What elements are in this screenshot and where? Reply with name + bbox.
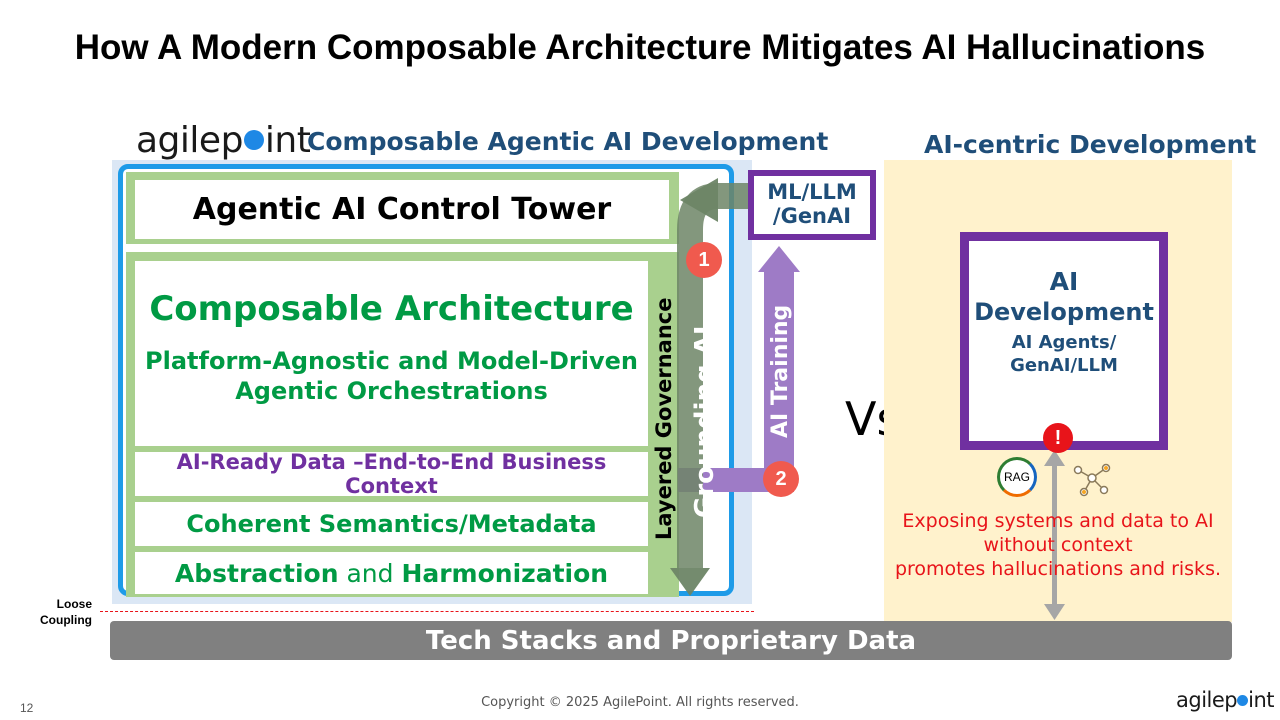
exposure-arrow [1044,450,1065,620]
composable-subtitle-line2: Agentic Orchestrations [235,377,548,405]
composable-subtitle-line1: Platform-Agnostic and Model-Driven [145,347,638,375]
page-number: 12 [20,701,34,715]
logo-text-suffix: int [264,120,311,161]
control-tower-arrow-head [680,178,718,222]
ai-ready-data-box: AI-Ready Data –End-to-End Business Conte… [135,450,648,498]
copyright-text: Copyright © 2025 AgilePoint. All rights … [481,695,799,710]
loose-coupling-line2: Coupling [40,613,92,627]
abstraction-box: Abstraction and Harmonization [135,552,648,594]
control-tower-label: Agentic AI Control Tower [192,192,612,227]
composable-architecture-box: Composable Architecture Platform-Agnosti… [135,261,648,446]
ai-dev-line1: AI [1049,267,1079,296]
right-panel-heading: AI-centric Development [924,130,1257,159]
ml-llm-genai-box: ML/LLM /GenAI [748,170,876,240]
slide-title: How A Modern Composable Architecture Mit… [74,28,1206,67]
rag-icon: RAG [997,457,1037,497]
grounding-ai-label: Grounding AI [690,325,720,518]
flow-arrows [670,178,800,596]
knowledge-graph-icon [1073,463,1111,497]
step-2-badge: 2 [763,461,799,497]
loose-coupling-label: Loose Coupling [28,596,92,628]
ai-training-label: AI Training [768,304,793,438]
abstraction-and: and [338,558,402,588]
loose-coupling-line [100,611,754,612]
ai-dev-line4: GenAI/LLM [1010,355,1118,376]
tech-stacks-bar: Tech Stacks and Proprietary Data [110,621,1232,660]
left-panel-heading: Composable Agentic AI Development [307,127,829,156]
control-tower-box: Agentic AI Control Tower [135,180,669,239]
exposure-arrow-top-head [1044,450,1065,466]
warning-text-line1: Exposing systems and data to AI [902,510,1214,532]
ml-box-line1: ML/LLM [767,180,857,204]
abstraction-word: Abstraction [174,558,339,588]
warning-text: Exposing systems and data to AI without … [884,509,1232,581]
footer-logo-suffix: int [1248,688,1275,712]
abstraction-label: Abstraction and Harmonization [175,559,608,588]
ai-training-arrow-shaft [764,270,794,492]
loose-coupling-line1: Loose [56,597,92,611]
footer-logo-prefix: agilep [1176,688,1238,712]
ml-box-line2: /GenAI [772,204,852,228]
footer-logo: agilep int [1176,688,1275,712]
exposure-arrow-bottom-head [1044,604,1065,620]
ai-ready-data-label: AI-Ready Data –End-to-End Business Conte… [176,450,607,498]
grounding-ai-arrow-head [670,568,710,596]
warning-text-line2: without context [983,534,1133,556]
harmonization-word: Harmonization [401,558,609,588]
semantics-label: Coherent Semantics/Metadata [186,510,597,538]
step-1-badge: 1 [686,242,722,278]
semantics-box: Coherent Semantics/Metadata [135,502,648,546]
warning-icon: ! [1043,423,1073,453]
ai-dev-line2: Development [974,298,1154,326]
logo-text-prefix: agilep [136,120,243,161]
ai-dev-line3: AI Agents/ [1011,332,1117,353]
warning-text-line3: promotes hallucinations and risks. [894,558,1222,580]
logo-dot-icon [243,130,264,150]
ai-training-arrow-head [758,246,800,272]
agilepoint-logo: agilep int [136,120,311,161]
exposure-arrow-shaft [1052,464,1057,606]
ai-development-box: AI Development AI Agents/ GenAI/LLM [960,232,1168,450]
tech-stacks-label: Tech Stacks and Proprietary Data [425,625,917,656]
composable-title: Composable Architecture [149,289,634,329]
footer-logo-dot-icon [1237,694,1249,706]
